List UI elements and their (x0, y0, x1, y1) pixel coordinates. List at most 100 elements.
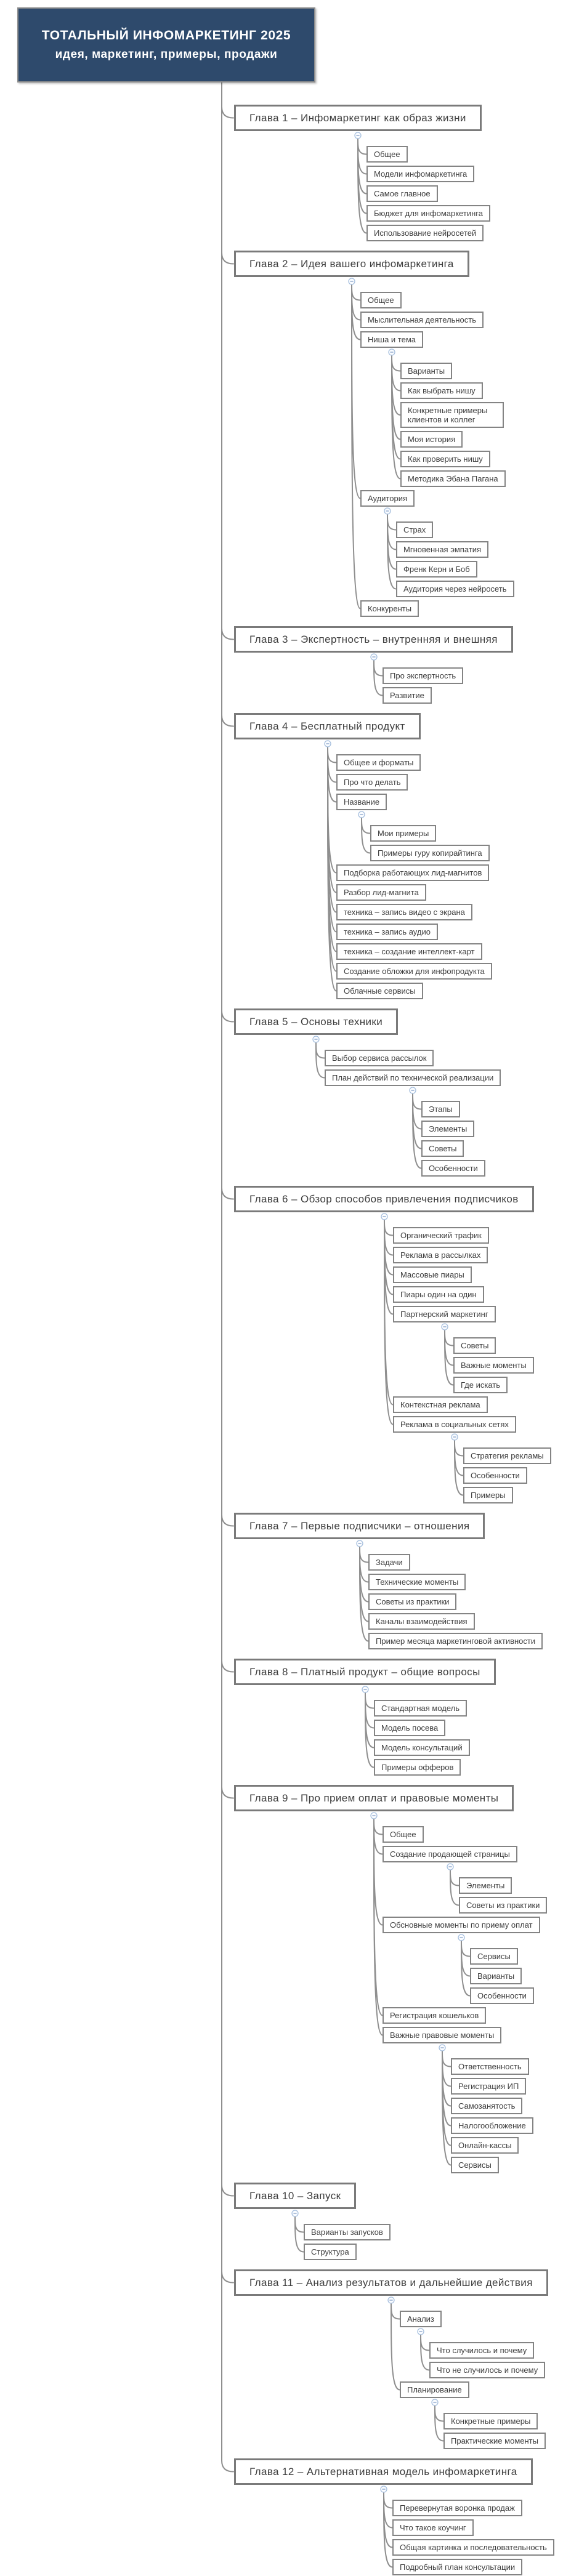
topic-node[interactable]: Что такое коучинг (392, 2519, 474, 2536)
collapse-minus-icon[interactable] (417, 2328, 424, 2335)
topic-node[interactable]: Выбор сервиса рассылок (325, 1050, 434, 1066)
chapter-node[interactable]: Глава 1 – Инфомаркетинг как образ жизни (234, 105, 482, 131)
topic-node[interactable]: Что случилось и почему (429, 2342, 535, 2359)
topic-node[interactable]: Самозанятость (451, 2098, 523, 2114)
topic-node[interactable]: Варианты (470, 1968, 522, 1984)
topic-node[interactable]: Онлайн-кассы (451, 2137, 519, 2154)
topic-node[interactable]: Советы из практики (459, 1897, 548, 1914)
topic-node[interactable]: Органический трафик (393, 1227, 489, 1244)
topic-node[interactable]: Анализ (400, 2311, 442, 2327)
topic-node[interactable]: Советы из практики (368, 1593, 457, 1610)
topic-node[interactable]: Модель консультаций (374, 1739, 470, 1756)
collapse-minus-icon[interactable] (384, 507, 391, 515)
topic-node[interactable]: Френк Керн и Боб (396, 561, 477, 578)
collapse-minus-icon[interactable] (441, 1323, 448, 1330)
topic-node[interactable]: Общее и форматы (336, 754, 421, 771)
topic-node[interactable]: Сервисы (451, 2157, 499, 2173)
chapter-node[interactable]: Глава 9 – Про прием оплат и правовые мом… (234, 1785, 514, 1811)
topic-node[interactable]: Элементы (421, 1121, 475, 1137)
collapse-minus-icon[interactable] (447, 1863, 454, 1870)
topic-node[interactable]: Конкретные примеры клиентов и коллег (400, 402, 504, 428)
topic-node[interactable]: Особенности (470, 1987, 534, 2004)
topic-node[interactable]: техника – запись видео с экрана (336, 904, 472, 920)
topic-node[interactable]: Перевернутая воронка продаж (392, 2500, 522, 2516)
topic-node[interactable]: Особенности (463, 1467, 527, 1484)
chapter-node[interactable]: Глава 10 – Запуск (234, 2183, 357, 2209)
topic-node[interactable]: Самое главное (366, 185, 438, 202)
topic-node[interactable]: Советы (421, 1140, 464, 1157)
chapter-node[interactable]: Глава 12 – Альтернативная модель инфомар… (234, 2458, 533, 2485)
collapse-minus-icon[interactable] (358, 811, 365, 818)
topic-node[interactable]: Методика Эбана Пагана (400, 470, 506, 487)
collapse-minus-icon[interactable] (291, 2210, 299, 2217)
chapter-node[interactable]: Глава 3 – Экспертность – внутренняя и вн… (234, 626, 513, 653)
collapse-minus-icon[interactable] (387, 2296, 395, 2304)
topic-node[interactable]: Использование нейросетей (366, 225, 484, 241)
topic-node[interactable]: Облачные сервисы (336, 983, 423, 999)
topic-node[interactable]: Примеры гуру копирайтинга (370, 845, 490, 861)
topic-node[interactable]: Создание обложки для инфопродукта (336, 963, 492, 980)
collapse-minus-icon[interactable] (348, 278, 355, 285)
topic-node[interactable]: Что не случилось и почему (429, 2362, 546, 2378)
topic-node[interactable]: Общая картинка и последовательность (392, 2539, 554, 2556)
collapse-minus-icon[interactable] (324, 740, 331, 747)
collapse-minus-icon[interactable] (439, 2044, 446, 2051)
topic-node[interactable]: Регистрация ИП (451, 2078, 527, 2095)
topic-node[interactable]: Массовые пиары (393, 1266, 472, 1283)
topic-node[interactable]: Аудитория через нейросеть (396, 581, 514, 597)
topic-node[interactable]: Про что делать (336, 774, 408, 791)
collapse-minus-icon[interactable] (370, 653, 378, 661)
topic-node[interactable]: Варианты (400, 363, 453, 379)
topic-node[interactable]: Партнерский маркетинг (393, 1306, 496, 1322)
topic-node[interactable]: Как проверить нишу (400, 451, 490, 467)
topic-node[interactable]: Примеры (463, 1487, 513, 1503)
collapse-minus-icon[interactable] (388, 348, 395, 356)
collapse-minus-icon[interactable] (312, 1036, 320, 1043)
topic-node[interactable]: Про экспертность (383, 667, 464, 684)
topic-node[interactable]: Мгновенная эмпатия (396, 541, 489, 558)
topic-node[interactable]: Примеры офферов (374, 1759, 461, 1776)
topic-node[interactable]: Пиары один на один (393, 1286, 484, 1303)
topic-node[interactable]: Этапы (421, 1101, 460, 1117)
collapse-minus-icon[interactable] (362, 1686, 369, 1693)
topic-node[interactable]: Конкуренты (360, 600, 419, 617)
topic-node[interactable]: Подборка работающих лид-магнитов (336, 864, 490, 881)
topic-node[interactable]: Пример месяца маркетинговой активности (368, 1633, 543, 1649)
topic-node[interactable]: Особенности (421, 1160, 485, 1177)
topic-node[interactable]: План действий по технической реализации (325, 1069, 501, 1086)
topic-node[interactable]: Где искать (453, 1377, 508, 1393)
chapter-node[interactable]: Глава 2 – Идея вашего инфомаркетинга (234, 251, 469, 277)
collapse-minus-icon[interactable] (356, 1540, 363, 1547)
topic-node[interactable]: Общее (366, 146, 408, 163)
topic-node[interactable]: Как выбрать нишу (400, 382, 483, 399)
topic-node[interactable]: Общее (383, 1826, 424, 1843)
topic-node[interactable]: Реклама в социальных сетях (393, 1416, 516, 1433)
topic-node[interactable]: Реклама в рассылках (393, 1247, 488, 1263)
topic-node[interactable]: Элементы (459, 1877, 512, 1894)
collapse-minus-icon[interactable] (409, 1087, 416, 1094)
topic-node[interactable]: Мои примеры (370, 825, 437, 842)
collapse-minus-icon[interactable] (354, 132, 362, 139)
topic-node[interactable]: Регистрация кошельков (383, 2007, 487, 2024)
chapter-node[interactable]: Глава 8 – Платный продукт – общие вопрос… (234, 1659, 496, 1685)
topic-node[interactable]: Обсновные моменты по приему оплат (383, 1917, 540, 1933)
topic-node[interactable]: Модель посева (374, 1720, 446, 1736)
topic-node[interactable]: Моя история (400, 431, 463, 448)
chapter-node[interactable]: Глава 6 – Обзор способов привлечения под… (234, 1186, 534, 1212)
topic-node[interactable]: Общее (360, 292, 402, 308)
topic-node[interactable]: Технические моменты (368, 1574, 466, 1590)
topic-node[interactable]: Конкретные примеры (443, 2413, 538, 2429)
collapse-minus-icon[interactable] (370, 1812, 378, 1819)
topic-node[interactable]: Каналы взаимодействия (368, 1613, 475, 1630)
topic-node[interactable]: Стандартная модель (374, 1700, 468, 1717)
topic-node[interactable]: Структура (304, 2244, 357, 2260)
topic-node[interactable]: техника – создание интеллект-карт (336, 943, 482, 960)
topic-node[interactable]: Развитие (383, 687, 432, 704)
topic-node[interactable]: Задачи (368, 1554, 410, 1571)
topic-node[interactable]: Название (336, 794, 387, 810)
topic-node[interactable]: Контекстная реклама (393, 1396, 488, 1413)
map-root-title[interactable]: ТОТАЛЬНЫЙ ИНФОМАРКЕТИНГ 2025 идея, марке… (17, 7, 315, 83)
collapse-minus-icon[interactable] (381, 1213, 388, 1220)
chapter-node[interactable]: Глава 4 – Бесплатный продукт (234, 713, 421, 739)
